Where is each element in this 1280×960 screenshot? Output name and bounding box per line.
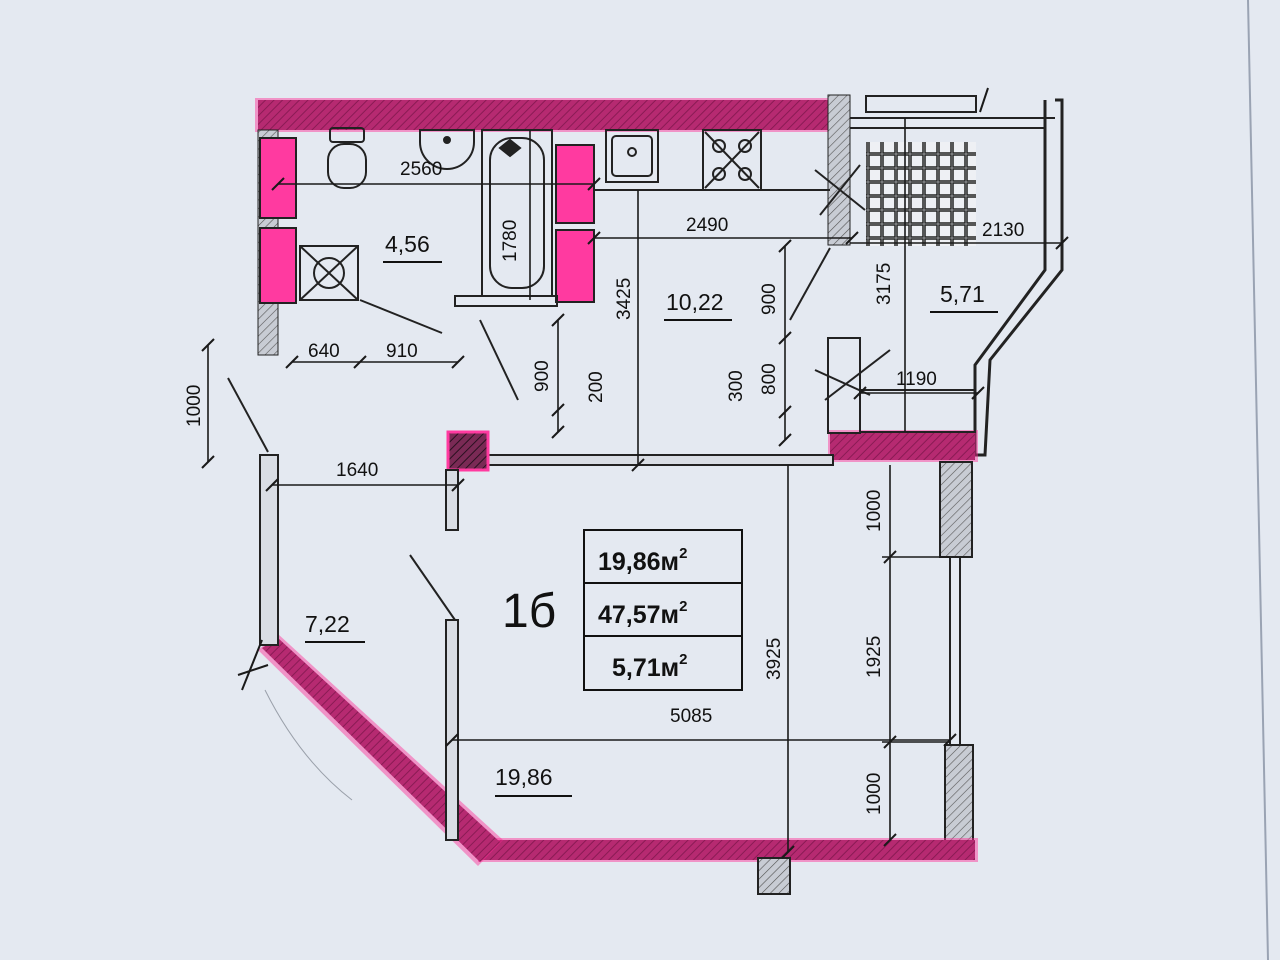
stove-x-2 [704, 131, 760, 189]
wall-right-lower [944, 744, 974, 846]
dim-300: 300 [726, 370, 747, 402]
dim-900b: 900 [532, 360, 553, 392]
unit-label: 1б [502, 585, 556, 638]
room-area-living: 19,86 [495, 764, 553, 790]
kitchen-sink-drain [627, 147, 637, 157]
balcony-door-x-4 [824, 349, 891, 401]
balcony-door-x-2 [819, 164, 861, 216]
wall-kitchen-balcony [827, 94, 851, 246]
dimension-texts: 2560 1780 2490 2130 3175 3425 900 800 30… [184, 159, 1024, 815]
dim-2490: 2490 [686, 215, 728, 236]
bathtub-inner [489, 137, 545, 289]
door-living [409, 554, 456, 621]
dim-5085: 5085 [670, 706, 712, 727]
balcony-area-sup: 2 [679, 651, 687, 668]
balcony-area-value: 5,71м [612, 654, 679, 682]
dim-1925: 1925 [864, 636, 885, 678]
svg-text:19,86м2: 19,86м2 [598, 545, 687, 576]
wall-diagonal-hl [258, 634, 503, 866]
dim-3925: 3925 [764, 638, 785, 680]
pencil-mark [264, 689, 353, 801]
wall-hall-kitchen [487, 454, 834, 466]
partition-living [445, 619, 459, 841]
wall-balcony-bottom-hl [828, 430, 978, 462]
wall-diagonal [262, 638, 500, 862]
balcony-divider [859, 389, 976, 433]
door-frame-balcony [827, 337, 861, 434]
room-area-bathroom: 4,56 [385, 231, 430, 257]
dim-1000a: 1000 [184, 385, 205, 427]
dim-2560: 2560 [400, 159, 442, 180]
dim-ticks [201, 87, 1069, 859]
burner-4 [738, 167, 752, 181]
door-kitchen [789, 247, 831, 321]
block-left-2 [259, 227, 297, 304]
total-area-sup: 2 [679, 598, 687, 615]
column-bottom [757, 857, 791, 895]
partition-stub [445, 469, 459, 531]
wall-top [258, 100, 843, 130]
wall-bottom-hl [478, 838, 978, 862]
bath-sink-drain [443, 136, 451, 144]
wall-balcony-bottom [830, 432, 975, 460]
summary-frame [583, 529, 743, 691]
room-area-kitchen: 10,22 [666, 289, 724, 315]
toilet-bowl [327, 143, 367, 189]
dim-3425: 3425 [614, 278, 635, 320]
block-left-1 [259, 137, 297, 219]
living-area-sup: 2 [679, 545, 687, 562]
svg-text:47,57м2: 47,57м2 [598, 598, 687, 629]
burner-2 [738, 139, 752, 153]
wm-drum [313, 257, 345, 289]
bath-sink [419, 129, 475, 170]
dim-2130: 2130 [982, 220, 1024, 241]
wall-top-highlight [255, 98, 845, 132]
block-shaft-2 [555, 229, 595, 303]
area-summary-box: 19,86м2 47,57м2 5,71м2 [583, 529, 743, 691]
room-area-hallway: 7,22 [305, 611, 350, 637]
living-area-value: 19,86м [598, 548, 679, 576]
dim-3175: 3175 [874, 263, 895, 305]
room-areas: 4,56 10,22 5,71 7,22 19,86 [305, 231, 998, 797]
room-area-balcony: 5,71 [940, 281, 985, 307]
burner-1 [712, 139, 726, 153]
svg-text:5,71м2: 5,71м2 [612, 651, 688, 682]
door-hall-bath [479, 319, 519, 401]
dim-1000c: 1000 [864, 773, 885, 815]
balcony-outline [973, 98, 1064, 457]
dim-640: 640 [308, 341, 340, 362]
dim-800: 800 [759, 363, 780, 395]
dim-200: 200 [586, 371, 607, 403]
wall-hall-left [259, 454, 279, 646]
kitchen-sink-inner [611, 135, 653, 177]
bath-shelf [454, 295, 558, 307]
toilet-tank [329, 127, 365, 143]
dim-910: 910 [386, 341, 418, 362]
wall-bottom [480, 840, 975, 860]
column-hall [446, 430, 490, 472]
door-entrance [227, 377, 269, 453]
balcony-tiles [866, 142, 976, 246]
walls [255, 94, 1064, 895]
wall-right-upper [939, 461, 973, 558]
dim-900a: 900 [759, 283, 780, 315]
bathtub-tap [498, 138, 522, 158]
dim-1640: 1640 [336, 460, 378, 481]
dim-1000b: 1000 [864, 490, 885, 532]
burner-3 [712, 167, 726, 181]
total-area-value: 47,57м [598, 601, 679, 629]
balcony-window-top [865, 95, 977, 113]
sheet-edge [1247, 0, 1269, 960]
wm-cross-2 [299, 245, 359, 301]
dimension-lines [201, 87, 1069, 859]
door-hall-bath-2 [359, 299, 443, 334]
dim-1190: 1190 [896, 369, 937, 390]
dim-1780: 1780 [500, 220, 521, 262]
washing-machine [299, 245, 359, 301]
kitchen-sink [605, 129, 659, 183]
